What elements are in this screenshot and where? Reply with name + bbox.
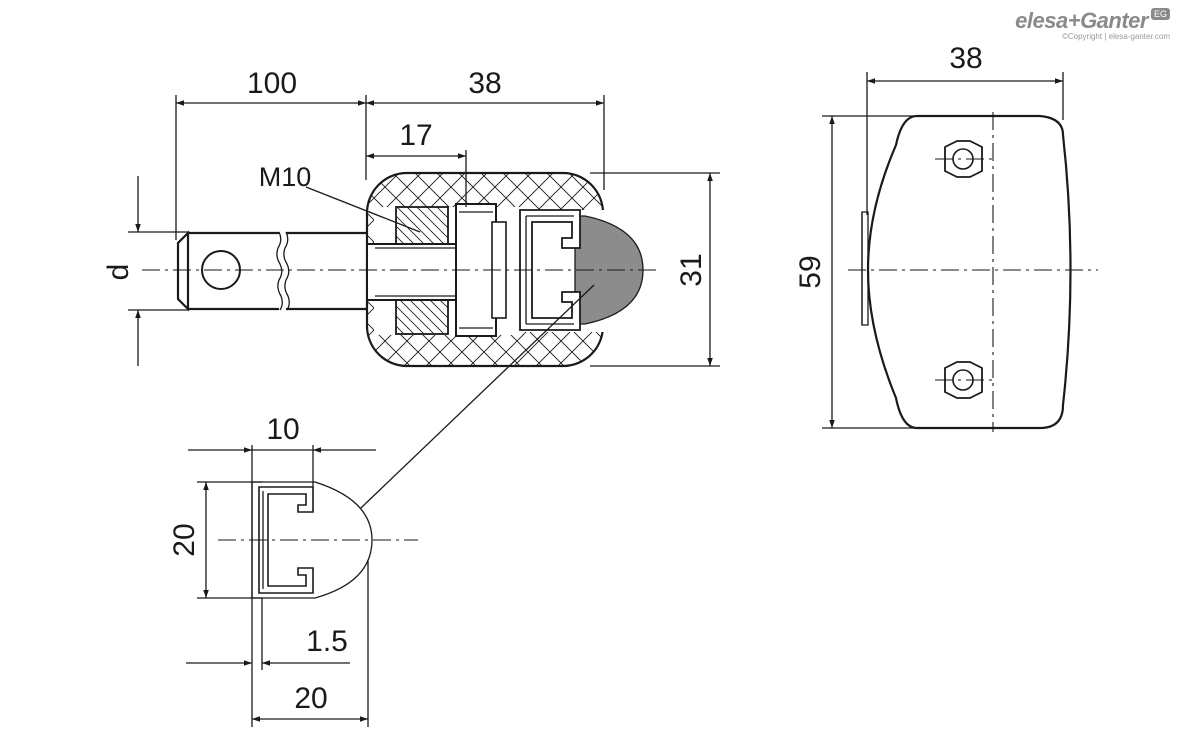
brand-name: elesa+Ganter: [1015, 8, 1148, 33]
brand-badge: EG: [1150, 8, 1170, 20]
threaded-stud: [366, 243, 464, 301]
side-body: [866, 114, 1072, 430]
side-view: [848, 112, 1098, 432]
dim-profile-total: 20: [294, 682, 327, 715]
profile-detail: [218, 481, 418, 599]
label-diameter: d: [102, 264, 135, 281]
side-dimensions: 38 59: [794, 42, 1064, 429]
profile-dimensions: 10 20 1.5 20: [168, 413, 376, 727]
dim-body-width: 38: [468, 67, 501, 100]
dim-profile-height: 20: [168, 523, 201, 556]
hex-nut-bottom: [944, 361, 983, 399]
dim-body-height: 31: [675, 253, 708, 286]
copyright-text: ©Copyright | elesa-ganter.com: [1061, 32, 1170, 41]
shaft: [176, 230, 367, 312]
dim-shaft-length: 100: [247, 67, 297, 100]
front-view: [142, 171, 660, 368]
dim-thread-depth: 17: [399, 119, 432, 152]
nut-bottom: [395, 299, 449, 335]
label-thread: M10: [259, 162, 312, 192]
profile-carrier: [519, 209, 581, 331]
dim-side-height: 59: [794, 255, 827, 288]
dim-profile-width: 10: [266, 413, 299, 446]
dim-wall-thickness: 1.5: [306, 625, 348, 658]
dim-side-width: 38: [949, 42, 982, 75]
front-dimensions: 100 38 17 M10 31 d: [102, 67, 720, 529]
